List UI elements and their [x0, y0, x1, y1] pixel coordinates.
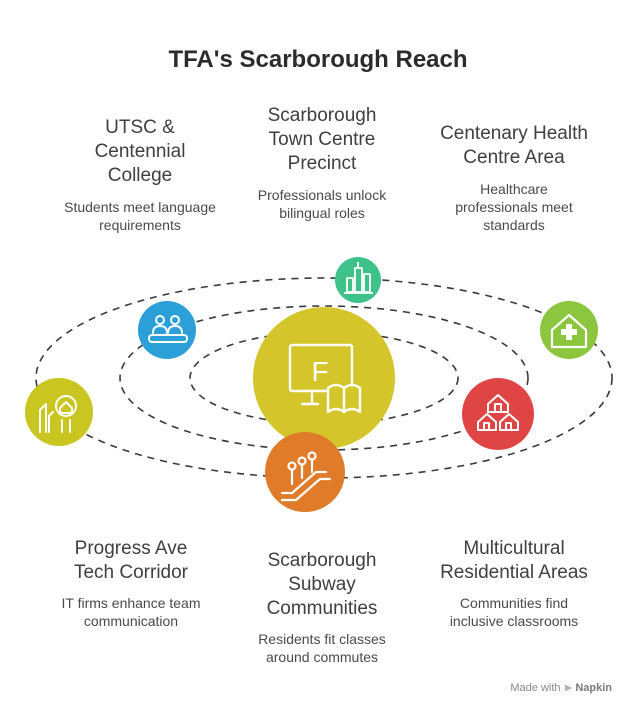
- tech-building-icon: [39, 395, 77, 433]
- students-icon: [148, 315, 188, 343]
- language-screen-book-icon: [288, 343, 362, 414]
- houses-icon: [477, 394, 519, 431]
- health-house-icon: [550, 313, 588, 349]
- node-residential: [462, 378, 534, 450]
- footer-prefix: Made with: [510, 681, 561, 694]
- escalator-people-icon: [280, 451, 332, 502]
- outer-orbit: [35, 277, 613, 479]
- page-title: TFA's Scarborough Reach: [168, 46, 468, 73]
- center-circle: [253, 307, 395, 449]
- city-buildings-icon: [344, 262, 373, 294]
- footer-brand: Napkin: [575, 681, 612, 694]
- made-with-napkin[interactable]: Made with ⪢ Napkin: [510, 680, 612, 695]
- napkin-logo-icon: ⪢: [564, 680, 572, 694]
- center-letter: F: [311, 356, 328, 387]
- node-subway: [265, 432, 345, 512]
- middle-orbit: [119, 305, 529, 451]
